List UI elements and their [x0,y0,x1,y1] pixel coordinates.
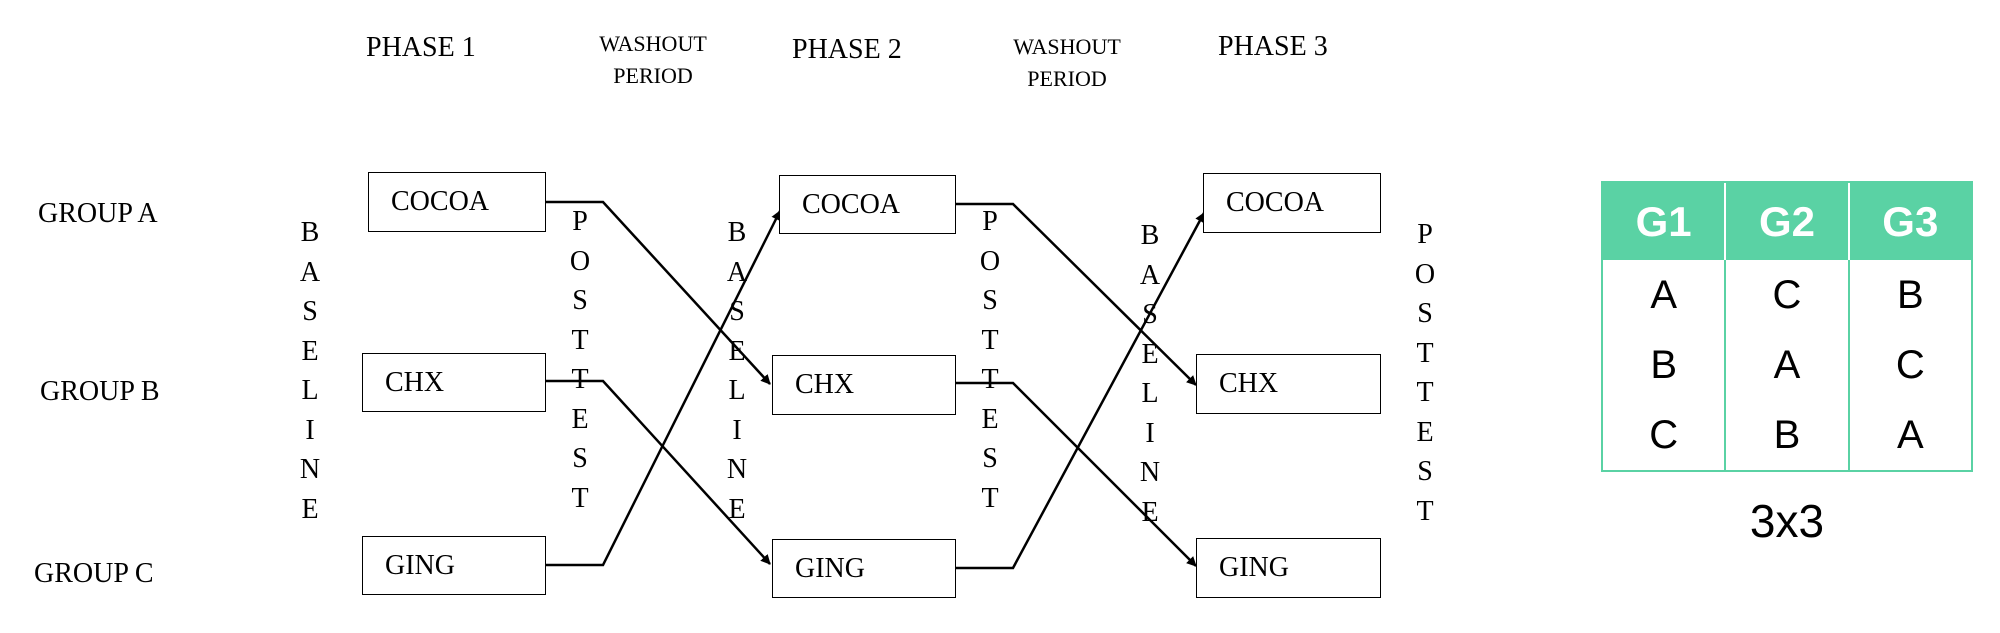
vertical-letter: N [299,454,321,485]
vertical-letter: S [982,443,998,474]
vertical-letter: N [1139,457,1161,488]
vertical-letter: S [982,285,998,316]
vertical-letter: O [979,245,1001,277]
vertical-letter: B [1140,220,1160,251]
arrow-a-cocoa-to-chx [546,200,771,385]
vertical-letter: A [726,256,748,288]
vertical-letter: P [982,206,998,237]
vertical-letter: E [301,493,319,525]
latin-square-table: G1 G2 G3 A B C C A B B C A [1601,181,1973,472]
phase1-box-cocoa: COCOA [368,172,546,232]
phase3-box-ging: GING [1196,538,1381,598]
vertical-letter: T [981,364,999,395]
table-cell: B [1773,413,1801,457]
vertical-letter: E [1416,416,1434,448]
group-c-label: GROUP C [34,558,154,589]
table-header-row: G1 G2 G3 [1603,183,1971,260]
phase2-box-chx: CHX [772,355,956,415]
vertical-letter: T [1416,495,1434,527]
vertical-letter: E [981,403,999,435]
phase-3-header: PHASE 3 [1218,31,1328,62]
vertical-letter: E [728,493,746,525]
phase3-box-chx: CHX [1196,354,1381,414]
table-header-g3: G3 [1882,197,1939,245]
arrow-b-chx-to-ging [546,379,771,565]
vertical-letter: P [572,206,588,237]
arrow-c-ging-to-cocoa [546,210,782,567]
washout-period-1: WASHOUT PERIOD [599,31,707,88]
phase1-box-ging: GING [362,536,546,595]
table-cell: A [1650,273,1677,317]
arrow-b-ging-to-cocoa [956,212,1206,570]
vertical-letter: E [571,403,589,435]
washout-period-2: WASHOUT PERIOD [1013,34,1121,91]
table-column-g2: C A B [1726,260,1850,470]
vertical-letter: T [571,324,589,356]
phase1-box-chx: CHX [362,353,546,412]
table-caption: 3x3 [1749,495,1825,547]
vertical-letter: T [981,482,999,514]
table-cell: B [1650,343,1677,387]
table-column-g3: B C A [1850,260,1971,470]
vertical-letter: I [732,414,742,446]
vertical-letter: P [1417,219,1433,250]
vertical-letter: S [1417,298,1433,329]
vertical-letter: T [1416,337,1434,369]
vertical-letter: S [572,443,588,474]
vertical-letter: L [301,375,319,406]
vertical-letter: E [301,335,319,367]
vertical-letter: L [1141,378,1159,409]
group-a-label: GROUP A [38,198,158,229]
table-header-g2: G2 [1726,183,1850,260]
vertical-letter: T [1416,377,1434,408]
vertical-letter: I [305,414,315,446]
table-cell: C [1649,413,1679,457]
vertical-letter: B [727,217,747,248]
vertical-letter: E [1141,338,1159,370]
vertical-letter: S [572,285,588,316]
vertical-letter: T [571,482,589,514]
vertical-letter: L [728,375,746,406]
group-b-label: GROUP B [40,376,160,407]
vertical-letter: S [1417,456,1433,487]
vertical-letter: B [300,217,320,248]
vertical-letter: A [1139,259,1161,291]
table-body: A B C C A B B C A [1603,260,1971,470]
vertical-letter: N [726,454,748,485]
phase2-box-ging: GING [772,539,956,598]
vertical-letter: T [981,324,999,356]
vertical-letter: S [302,296,318,327]
vertical-letter: O [569,245,591,277]
table-cell: C [1772,273,1802,317]
vertical-letter: A [299,256,321,288]
vertical-letter: O [1414,258,1436,290]
phase-2-header: PHASE 2 [792,34,902,65]
table-cell: C [1895,343,1925,387]
table-column-g1: A B C [1603,260,1727,470]
phase-1-header: PHASE 1 [366,32,476,63]
arrow-a-chx-to-ging [956,202,1197,386]
phase3-box-cocoa: COCOA [1203,173,1381,233]
vertical-letter: T [571,364,589,395]
table-header-g1: G1 [1603,183,1727,260]
arrow-c-cocoa-to-chx [956,381,1197,567]
vertical-letter: E [1141,496,1159,528]
vertical-letter: I [1145,417,1155,449]
table-cell: B [1896,273,1924,317]
table-cell: A [1896,413,1924,457]
table-cell: A [1773,343,1801,387]
phase2-box-cocoa: COCOA [779,175,956,234]
